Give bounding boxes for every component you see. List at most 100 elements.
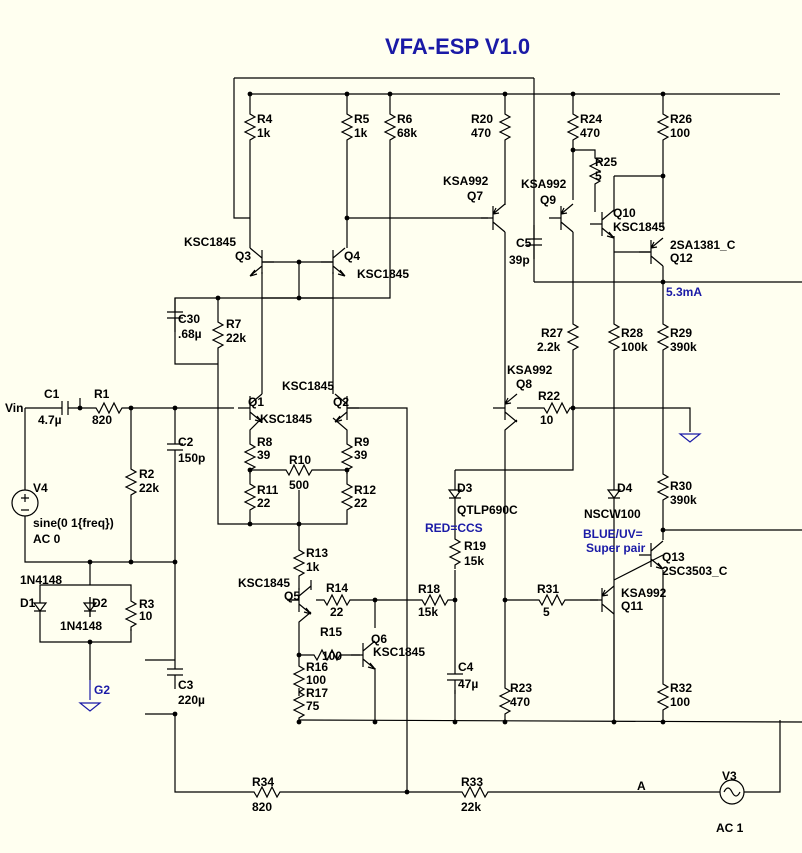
wire-q10-r28 [613, 175, 663, 722]
resistor-r26 [657, 109, 669, 145]
label-r16-value: 100 [306, 673, 326, 687]
label-r3-value: 10 [139, 609, 153, 623]
wire-feedback [145, 408, 781, 793]
label-q5: Q5 [284, 589, 300, 603]
resistor-r2 [125, 464, 137, 500]
label-r11: R11 [257, 483, 279, 497]
label-r9-value: 39 [354, 448, 368, 462]
label-q4-type: KSC1845 [357, 267, 409, 281]
label-r30: R30 [670, 479, 692, 493]
label-current: 5.3mA [666, 285, 702, 299]
label-r11-value: 22 [257, 496, 271, 510]
label-c5-value: 39p [509, 253, 530, 267]
label-d1: D1 [20, 596, 36, 610]
label-q2: Q2 [333, 395, 349, 409]
label-r33: R33 [461, 775, 483, 789]
label-q11-type: KSA992 [621, 586, 667, 600]
label-r14: R14 [326, 581, 348, 595]
wire-rail-drops [249, 94, 664, 110]
wire-r29-r30 [662, 282, 802, 540]
resistor-r31 [534, 594, 570, 606]
label-r18: R18 [418, 582, 440, 596]
label-d4: D4 [617, 481, 633, 495]
label-r17-value: 75 [306, 699, 320, 713]
label-r23-value: 470 [510, 695, 530, 709]
wire-diodes [39, 562, 132, 680]
resistor-r29 [657, 319, 669, 355]
resistor-r7 [212, 317, 224, 353]
label-q10-type: KSC1845 [613, 220, 665, 234]
resistor-r23 [499, 683, 511, 719]
ground-g2 [79, 680, 101, 712]
label-r7-value: 22k [226, 331, 246, 345]
label-r23: R23 [510, 681, 532, 695]
label-c1: C1 [44, 387, 60, 401]
label-c30-value: .68µ [178, 327, 202, 341]
label-g2: G2 [94, 683, 110, 697]
label-c1-value: 4.7µ [38, 413, 62, 427]
label-r8-value: 39 [257, 448, 271, 462]
label-d3-type: QTLP690C [457, 503, 518, 517]
label-d3: D3 [457, 481, 473, 495]
resistor-r6 [384, 109, 396, 145]
label-r19-value: 15k [464, 554, 484, 568]
label-r22-value: 10 [540, 413, 554, 427]
label-r9: R9 [354, 435, 370, 449]
label-c2-value: 150p [178, 451, 205, 465]
label-c4: C4 [458, 660, 474, 674]
label-q6: Q6 [371, 632, 387, 646]
label-r10-value: 500 [289, 478, 309, 492]
label-super-pair: Super pair [586, 541, 646, 555]
wire-q3-q4-base [262, 261, 333, 298]
label-v3: V3 [722, 769, 737, 783]
resistor-r1 [91, 402, 127, 414]
label-r8: R8 [257, 435, 273, 449]
label-q9-type: KSA992 [521, 177, 567, 191]
resistor-r24 [567, 109, 579, 145]
label-v3-ac: AC 1 [716, 821, 744, 835]
label-r5-value: 1k [354, 126, 368, 140]
wire-q1-q2-collectors [261, 298, 334, 394]
label-r1: R1 [94, 387, 110, 401]
label-c30: C30 [178, 312, 200, 326]
label-r13: R13 [306, 546, 328, 560]
label-q12-type: 2SA1381_C [670, 238, 736, 252]
label-r24: R24 [580, 112, 602, 126]
wire-q3-q4-emitters [261, 272, 334, 299]
label-r19: R19 [464, 539, 486, 553]
label-r34-value: 820 [252, 800, 272, 814]
label-q3-type: KSC1845 [184, 235, 236, 249]
label-r14-value: 22 [330, 605, 344, 619]
label-q6-type: KSC1845 [373, 645, 425, 659]
label-r30-value: 390k [670, 493, 697, 507]
resistor-r32 [657, 679, 669, 715]
resistor-r27 [567, 319, 579, 355]
resistor-r13 [293, 545, 305, 581]
label-r29-value: 390k [670, 340, 697, 354]
voltage-source-v4 [11, 489, 39, 517]
label-r24-value: 470 [580, 126, 600, 140]
label-r13-value: 1k [306, 560, 320, 574]
wire-q7-q8 [504, 144, 518, 722]
transistor-q8 [492, 393, 518, 423]
wire-r22 [517, 407, 691, 432]
label-q5-type: KSC1845 [238, 576, 290, 590]
transistor-q3 [249, 247, 275, 277]
label-r33-value: 22k [461, 800, 481, 814]
label-q8: Q8 [516, 377, 532, 391]
label-node-a: A [637, 779, 646, 793]
resistor-r19 [449, 534, 461, 570]
wire-d3-r27 [455, 354, 574, 471]
resistor-r14 [319, 594, 355, 606]
label-r25: R25 [595, 155, 617, 169]
label-q4: Q4 [344, 249, 360, 263]
label-q13: Q13 [662, 550, 685, 564]
label-q8-type: KSA992 [507, 363, 553, 377]
label-r31: R31 [537, 582, 559, 596]
label-q10: Q10 [613, 206, 636, 220]
label-r6: R6 [397, 112, 413, 126]
label-q3: Q3 [235, 249, 251, 263]
label-v4: V4 [33, 481, 48, 495]
resistor-r28 [608, 319, 620, 355]
